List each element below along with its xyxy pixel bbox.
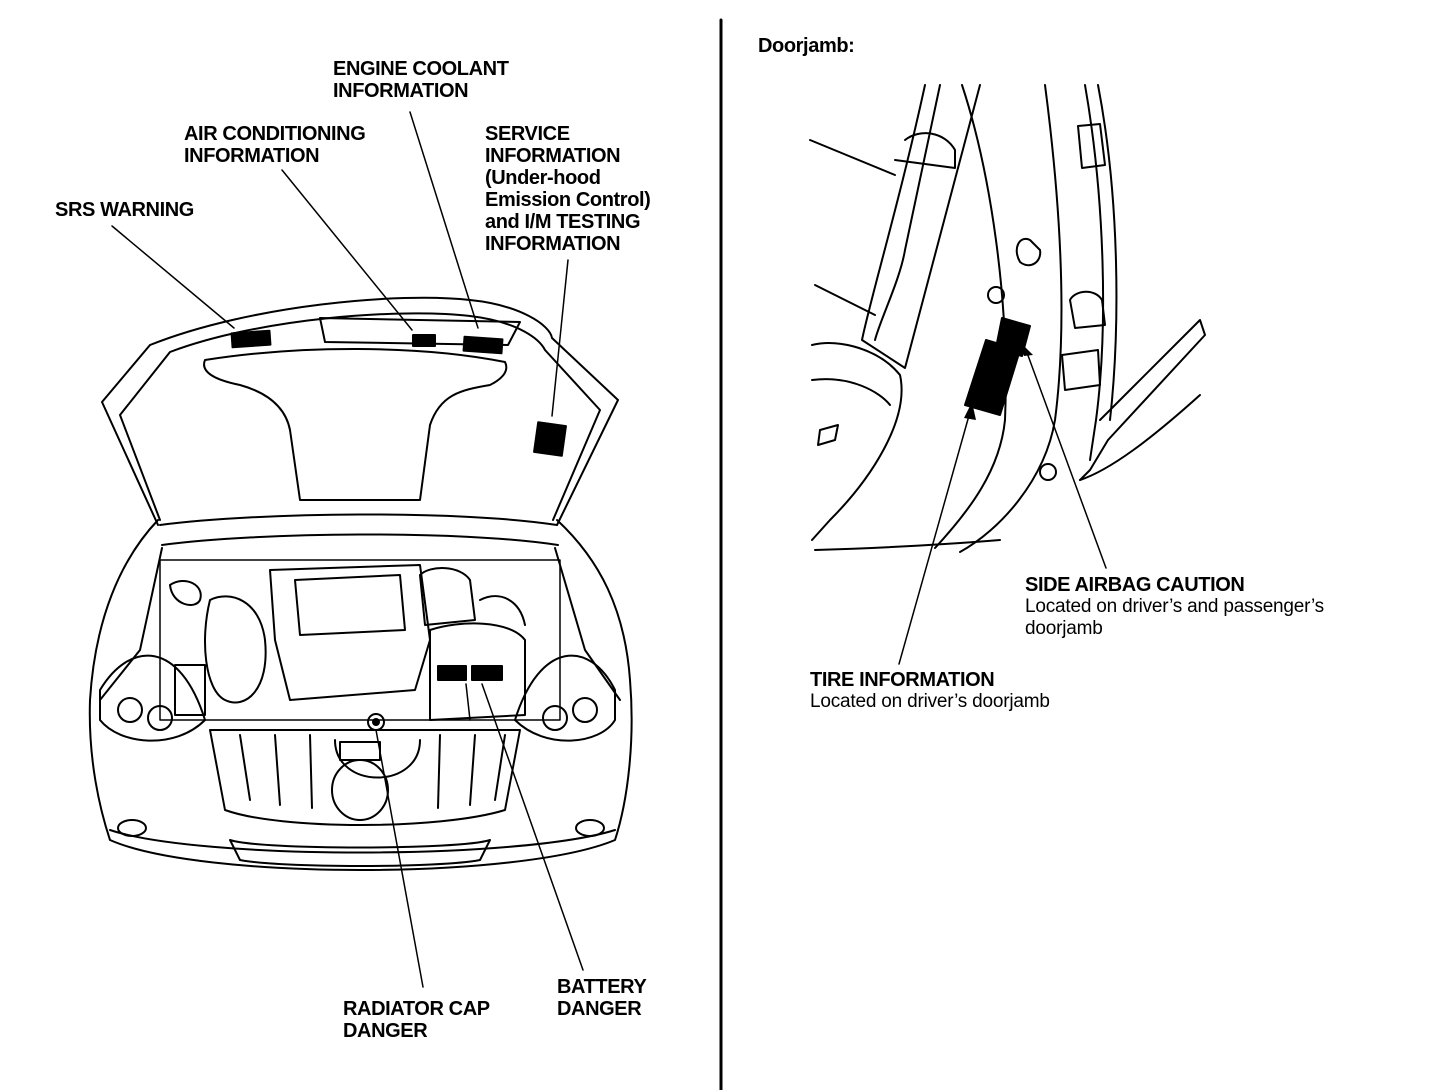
- leader-lines-underhood: [111, 111, 584, 988]
- srs-warning-label: SRS WARNING: [55, 199, 194, 221]
- side-airbag-line-2: doorjamb: [1025, 618, 1103, 639]
- arrow-head-side-airbag: [1020, 342, 1033, 356]
- battery-label: BATTERY DANGER: [557, 976, 647, 1020]
- radiator-cap-line-2: DANGER: [343, 1020, 428, 1042]
- battery-line-2: DANGER: [557, 998, 642, 1020]
- arrow-head-tire-info: [964, 402, 976, 420]
- doorjamb-heading: Doorjamb:: [758, 35, 855, 57]
- service-information-label: SERVICE INFORMATION (Under-hood Emission…: [485, 123, 651, 255]
- radiator-cap-label: RADIATOR CAP DANGER: [343, 998, 490, 1042]
- tire-info-line-1: Located on driver’s doorjamb: [810, 691, 1050, 712]
- doorjamb-illustration: [809, 84, 1206, 553]
- doorjamb-heading-text: Doorjamb:: [758, 35, 855, 57]
- tire-info-title: TIRE INFORMATION: [810, 669, 995, 691]
- tire-information-label: TIRE INFORMATION Located on driver’s doo…: [810, 669, 1050, 713]
- side-airbag-caution-label: SIDE AIRBAG CAUTION Located on driver’s …: [1025, 574, 1324, 640]
- service-line-5: and I/M TESTING: [485, 211, 641, 233]
- service-line-3: (Under-hood: [485, 167, 601, 189]
- srs-warning-line-1: SRS WARNING: [55, 199, 194, 221]
- battery-line-1: BATTERY: [557, 976, 647, 998]
- service-line-6: INFORMATION: [485, 233, 621, 255]
- engine-coolant-line-2: INFORMATION: [333, 80, 469, 102]
- service-line-4: Emission Control): [485, 189, 651, 211]
- air-conditioning-line-2: INFORMATION: [184, 145, 320, 167]
- air-conditioning-line-1: AIR CONDITIONING: [184, 123, 366, 145]
- engine-coolant-line-1: ENGINE COOLANT: [333, 58, 509, 80]
- side-airbag-line-1: Located on driver’s and passenger’s: [1025, 596, 1324, 617]
- side-airbag-title: SIDE AIRBAG CAUTION: [1025, 574, 1245, 596]
- air-conditioning-label: AIR CONDITIONING INFORMATION: [184, 123, 366, 167]
- radiator-cap-line-1: RADIATOR CAP: [343, 998, 490, 1020]
- service-line-1: SERVICE: [485, 123, 570, 145]
- service-line-2: INFORMATION: [485, 145, 621, 167]
- car-front-illustration: [88, 296, 633, 871]
- leader-lines-doorjamb: [898, 349, 1107, 665]
- engine-coolant-label: ENGINE COOLANT INFORMATION: [333, 58, 509, 102]
